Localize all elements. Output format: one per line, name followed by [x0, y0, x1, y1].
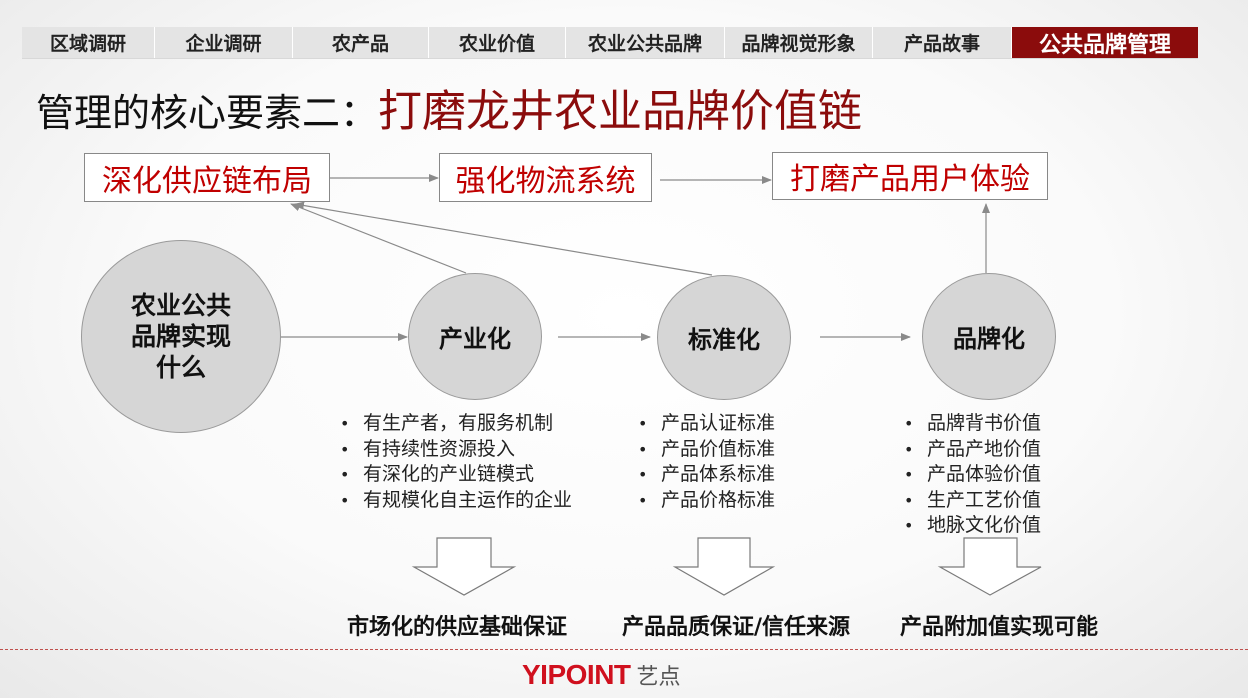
box-supply-chain: 深化供应链布局 [84, 153, 330, 202]
list-item: 有深化的产业链模式 [338, 462, 572, 488]
title-highlight: 打磨龙井农业品牌价值链 [378, 86, 863, 137]
tab-product-story[interactable]: 产品故事 [873, 27, 1012, 58]
down-arrow-stage2 [672, 537, 776, 596]
tab-agri-products[interactable]: 农产品 [293, 27, 429, 58]
circle-branding: 品牌化 [922, 273, 1056, 400]
center-line-1: 农业公共 [130, 291, 231, 320]
down-arrow-stage1 [411, 537, 517, 596]
circle-standardization: 标准化 [657, 275, 791, 400]
list-item: 产品体验价值 [902, 462, 1041, 488]
center-line-3: 什么 [155, 353, 206, 382]
tab-public-brand-management[interactable]: 公共品牌管理 [1012, 27, 1198, 58]
center-line-2: 品牌实现 [130, 322, 231, 351]
tab-agri-public-brand[interactable]: 农业公共品牌 [566, 27, 725, 58]
list-item: 产品价值标准 [636, 437, 775, 463]
list-item: 产品体系标准 [636, 462, 775, 488]
down-arrow-stage3 [937, 537, 1042, 596]
bullets-industrialization: 有生产者，有服务机制 有持续性资源投入 有深化的产业链模式 有规模化自主运作的企… [338, 411, 572, 513]
circle-industrialization: 产业化 [408, 273, 542, 400]
list-item: 有持续性资源投入 [338, 437, 572, 463]
box-user-experience: 打磨产品用户体验 [772, 152, 1048, 200]
arrow-stage1-box1 [290, 203, 467, 274]
tab-region-research[interactable]: 区域调研 [22, 27, 155, 58]
footer-divider [0, 649, 1248, 650]
tab-agri-value[interactable]: 农业价值 [429, 27, 566, 58]
circle-center: 农业公共 品牌实现 什么 [81, 240, 281, 433]
outcome-standardization: 产品品质保证/信任来源 [622, 615, 851, 640]
list-item: 产品产地价值 [902, 437, 1041, 463]
brand-logo: YIPOINT 艺点 [522, 659, 681, 691]
outcome-branding: 产品附加值实现可能 [900, 615, 1099, 640]
list-item: 品牌背书价值 [902, 411, 1041, 437]
logo-text-cn: 艺点 [636, 665, 681, 690]
nav-divider [22, 58, 1198, 59]
list-item: 产品价格标准 [636, 488, 775, 514]
bullets-standardization: 产品认证标准 产品价值标准 产品体系标准 产品价格标准 [636, 411, 775, 513]
logo-text-en: YIPOINT [522, 659, 631, 690]
list-item: 有生产者，有服务机制 [338, 411, 572, 437]
list-item: 产品认证标准 [636, 411, 775, 437]
page-title: 管理的核心要素二：打磨龙井农业品牌价值链 [36, 82, 862, 142]
tab-company-research[interactable]: 企业调研 [155, 27, 293, 58]
list-item: 生产工艺价值 [902, 488, 1041, 514]
top-nav: 区域调研 企业调研 农产品 农业价值 农业公共品牌 品牌视觉形象 产品故事 公共… [22, 27, 1198, 58]
list-item: 有规模化自主运作的企业 [338, 488, 572, 514]
box-logistics: 强化物流系统 [439, 153, 652, 202]
bullets-branding: 品牌背书价值 产品产地价值 产品体验价值 生产工艺价值 地脉文化价值 [902, 411, 1041, 539]
tab-brand-visual[interactable]: 品牌视觉形象 [725, 27, 873, 58]
arrow-stage2-box1 [294, 201, 713, 276]
list-item: 地脉文化价值 [902, 513, 1041, 539]
title-prefix: 管理的核心要素二： [36, 91, 379, 135]
outcome-industrialization: 市场化的供应基础保证 [347, 615, 568, 640]
